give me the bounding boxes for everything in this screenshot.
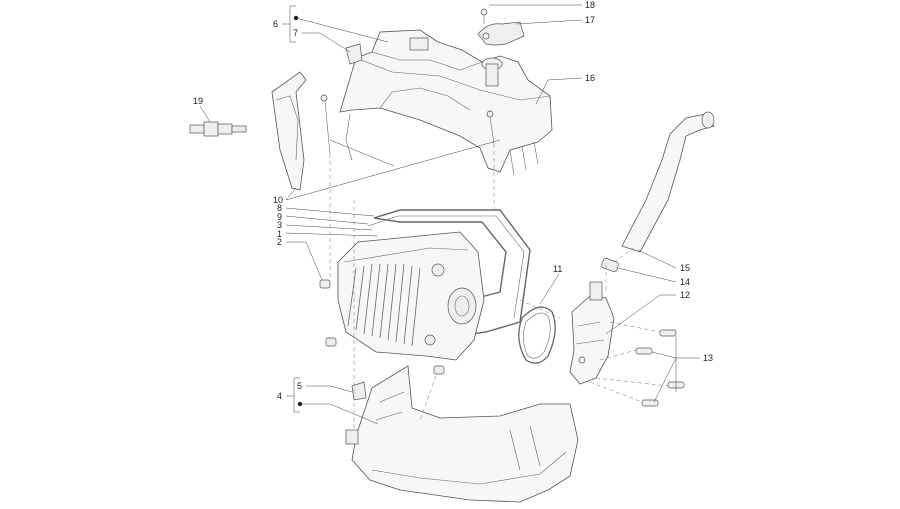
- clip-part: [477, 21, 525, 46]
- callout-13: 13: [703, 353, 713, 363]
- long-screw-part: [320, 94, 495, 155]
- callout-18: 18: [585, 0, 595, 10]
- bracket-part: [345, 43, 363, 65]
- callout-15: 15: [680, 263, 690, 273]
- bullet-dot: [297, 401, 303, 407]
- callout-8: 8: [277, 203, 282, 213]
- lower-shroud-part: [345, 365, 579, 503]
- alignment-lines: [329, 144, 669, 430]
- small-bolt-part: [635, 329, 685, 407]
- callout-4: 4: [277, 391, 282, 401]
- spark-plug-part: [189, 121, 247, 137]
- callout-14: 14: [680, 277, 690, 287]
- callout-12: 12: [680, 290, 690, 300]
- bolt-part: [319, 279, 445, 375]
- callout-6: 6: [273, 19, 278, 29]
- callout-10: 10: [273, 195, 283, 205]
- callout-7: 7: [293, 28, 298, 38]
- callout-1: 1: [277, 229, 282, 239]
- screw-part: [480, 8, 488, 24]
- small-bracket-part: [351, 381, 367, 401]
- callout-2: 2: [277, 237, 282, 247]
- leader-lines: [199, 4, 700, 425]
- cylinder-head-part: [337, 231, 485, 361]
- breather-part: [569, 281, 615, 385]
- o-ring-part: [518, 306, 556, 364]
- callout-17: 17: [585, 15, 595, 25]
- side-panel-part: [271, 71, 307, 191]
- callout-3: 3: [277, 220, 282, 230]
- hose-clamp-part: [601, 258, 619, 272]
- hose-part: [621, 111, 715, 253]
- callout-5: 5: [297, 381, 302, 391]
- bullet-dot: [293, 15, 299, 21]
- callout-19: 19: [193, 96, 203, 106]
- top-cover-part: [339, 29, 553, 177]
- callout-16: 16: [585, 73, 595, 83]
- callout-11: 11: [553, 264, 562, 274]
- callout-9: 9: [277, 212, 282, 222]
